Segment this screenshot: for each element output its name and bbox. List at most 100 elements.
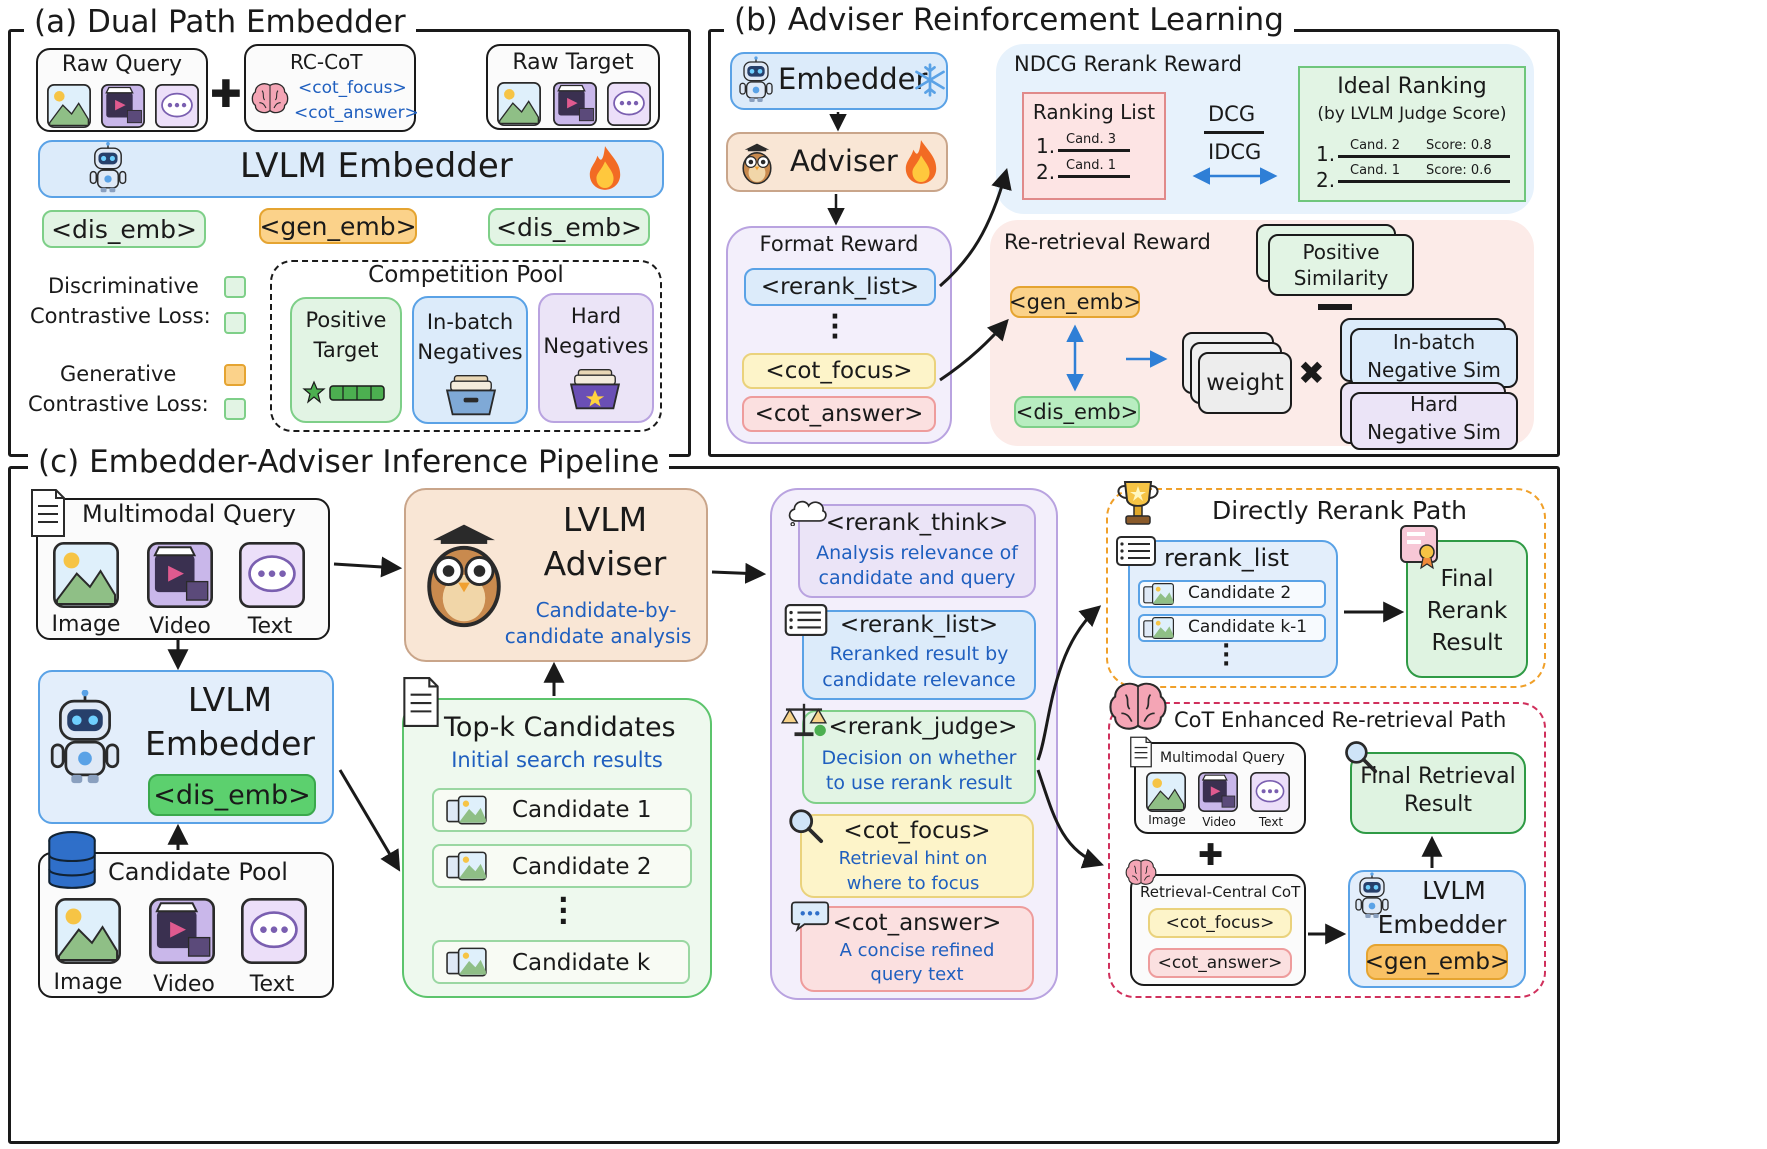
- rc-cot-answer-tag: <cot_answer>: [1148, 948, 1292, 978]
- topk-title: Top-k Candidates: [444, 712, 676, 743]
- rank-num-1: 1.: [1036, 134, 1056, 158]
- disc-loss-line2: Contrastive Loss:: [30, 304, 211, 328]
- ideal-ranking-title: Ideal Ranking: [1337, 74, 1487, 99]
- rc-cot-title-c: Retrieval-Central CoT: [1140, 883, 1301, 901]
- star-icon: [302, 380, 385, 404]
- mini-video-label: Video: [1202, 815, 1236, 829]
- positive-target-l2: Target: [313, 338, 379, 362]
- topk-sub: Initial search results: [451, 748, 663, 772]
- rerank-list-tag: <rerank_list>: [839, 612, 999, 638]
- mm-image-label: Image: [51, 612, 121, 637]
- positive-sim-l2: Similarity: [1293, 266, 1389, 290]
- dp-vdots: ···: [1222, 634, 1231, 677]
- dp-rerank-list-box: [1128, 540, 1338, 678]
- ideal-line-2: [1338, 180, 1510, 183]
- b-embedder-label: Embedder: [778, 62, 928, 96]
- final-rerank-l3: Result: [1431, 630, 1503, 656]
- rc-cot-label: RC-CoT: [290, 50, 363, 74]
- positive-target-l1: Positive: [305, 308, 387, 332]
- final-rerank-l2: Rerank: [1426, 598, 1508, 624]
- dp-rerank-list-label: rerank_list: [1164, 544, 1290, 572]
- topk-vdots: ···: [558, 883, 569, 938]
- ndcg-title: NDCG Rerank Reward: [1014, 52, 1242, 76]
- b-embedder-box: [730, 52, 948, 110]
- final-retrieval-box: [1350, 752, 1526, 834]
- pool-image-label: Image: [53, 970, 123, 995]
- c-embedder-gen-l2: Embedder: [1377, 910, 1507, 939]
- rerank-judge-d1: Decision on whether: [821, 747, 1017, 769]
- cot-focus-tag: <cot_focus>: [843, 818, 991, 844]
- c-dis-emb-tag: <dis_emb>: [148, 774, 316, 816]
- direct-rerank-path-box: [1106, 488, 1546, 688]
- topk-cand-2-label: Candidate 2: [512, 854, 652, 880]
- b-vdots: ···: [830, 302, 840, 352]
- dis-emb-tag-left: <dis_emb>: [42, 210, 206, 248]
- hard-sim-l1: Hard: [1410, 392, 1458, 416]
- panel-inference-pipeline: [8, 466, 1560, 1144]
- rerank-list-d2: candidate relevance: [822, 669, 1016, 691]
- panel-a-title: (a) Dual Path Embedder: [24, 4, 416, 40]
- rerank-judge-tag: <rerank_judge>: [828, 714, 1018, 740]
- pool-video-label: Video: [153, 972, 215, 997]
- c-adviser-l1: LVLM: [562, 500, 648, 539]
- b-gen-emb-tag: <gen_emb>: [1009, 286, 1141, 318]
- gen-loss-line2: Contrastive Loss:: [28, 392, 209, 416]
- final-retrieval-l2: Result: [1404, 792, 1472, 817]
- ideal-score-2: Score: 0.6: [1426, 163, 1492, 178]
- rerank-think-d1: Analysis relevance of: [816, 542, 1018, 564]
- hard-l1: Hard: [570, 304, 622, 328]
- cot-answer-tag: <cot_answer>: [832, 910, 1002, 936]
- rerank-list-d1: Reranked result by: [829, 643, 1009, 665]
- rank-num-2: 2.: [1036, 160, 1056, 184]
- inbatch-sim-l1: In-batch: [1392, 330, 1476, 354]
- c-adviser-l2: Adviser: [543, 544, 667, 583]
- dp-cand-k1-label: Candidate k-1: [1188, 617, 1308, 637]
- rerank-think-d2: candidate and query: [818, 567, 1016, 589]
- rerank-list-card: [802, 610, 1036, 700]
- b-cot-focus-tag: <cot_focus>: [742, 353, 936, 389]
- ideal-score-1: Score: 0.8: [1426, 138, 1492, 153]
- dcg-fraction-bar: [1204, 131, 1264, 134]
- panel-b-title: (b) Adviser Reinforcement Learning: [724, 2, 1294, 38]
- topk-cand-1-label: Candidate 1: [512, 797, 652, 823]
- positive-sim-l1: Positive: [1302, 240, 1380, 264]
- positive-sim-box: [1268, 234, 1414, 296]
- cot-focus-d2: where to focus: [846, 873, 980, 894]
- b-dis-emb-tag: <dis_emb>: [1014, 396, 1140, 428]
- cot-focus-d1: Retrieval hint on: [838, 848, 988, 869]
- final-retrieval-l1: Final Retrieval: [1360, 764, 1516, 789]
- mini-image-label: Image: [1148, 813, 1186, 827]
- cot-reretrieval-path-title: CoT Enhanced Re-retrieval Path: [1174, 708, 1507, 732]
- raw-target-label: Raw Target: [512, 50, 634, 75]
- dcg-double-arrow: [1192, 167, 1278, 185]
- hard-sim-box: [1350, 392, 1518, 450]
- cot-reretrieval-path-box: [1108, 702, 1546, 998]
- competition-pool-box: [270, 260, 662, 432]
- disc-loss-line1: Discriminative: [48, 274, 199, 298]
- multiply-icon: ✖: [1298, 354, 1325, 392]
- rerank-think-card: [798, 504, 1036, 598]
- inbatch-sim-l2: Negative Sim: [1367, 358, 1501, 382]
- ideal-cand-1: Cand. 1: [1350, 163, 1401, 178]
- idcg-label: IDCG: [1208, 140, 1262, 164]
- raw-query-label: Raw Query: [61, 52, 183, 77]
- rerank-think-tag: <rerank_think>: [825, 510, 1009, 536]
- weight-label: weight: [1206, 370, 1284, 396]
- to-weight-arrow: [1126, 350, 1168, 368]
- ideal-num-1: 1.: [1316, 142, 1336, 166]
- cot-answer-card: [800, 906, 1034, 992]
- mini-mm-query-title: Multimodal Query: [1160, 750, 1285, 766]
- inbatch-l1: In-batch: [426, 310, 514, 334]
- topk-cand-k-label: Candidate k: [512, 950, 651, 976]
- rerank-judge-card: [802, 710, 1036, 804]
- pool-text-label: Text: [249, 972, 295, 997]
- ideal-cand-2: Cand. 2: [1350, 138, 1401, 153]
- rank-cand-1: Cand. 1: [1066, 158, 1117, 173]
- lvlm-embedder-title: LVLM Embedder: [240, 146, 513, 186]
- ideal-ranking-box: [1298, 66, 1526, 202]
- c-gen-emb-tag: <gen_emb>: [1365, 944, 1509, 980]
- ranking-list-box: [1022, 92, 1166, 200]
- disc-loss-swatch-1: [224, 276, 246, 298]
